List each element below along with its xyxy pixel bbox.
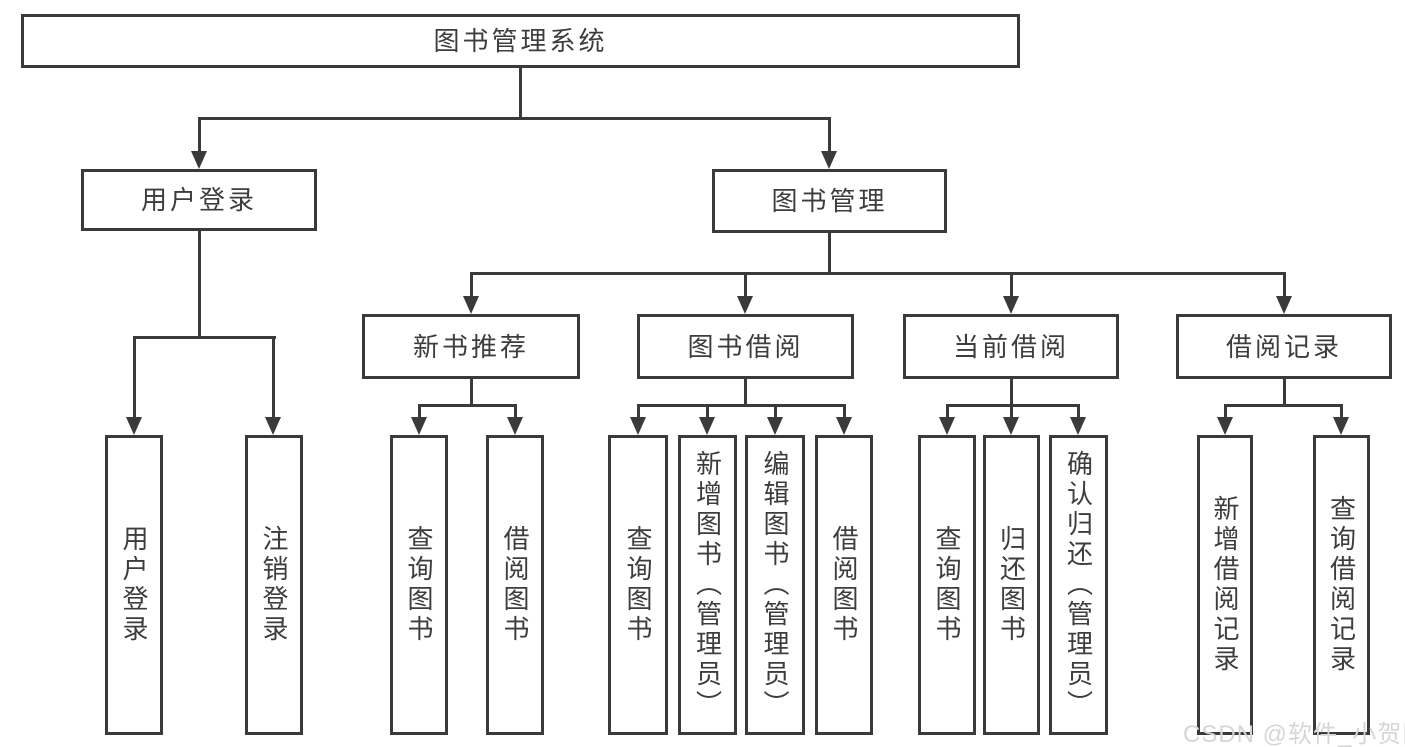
connector — [418, 404, 421, 418]
leaf-current-confirm-return-admin: 确认归还（管理员） — [1049, 435, 1108, 735]
arrowhead-icon — [1070, 417, 1086, 435]
arrowhead-icon — [126, 417, 142, 435]
arrowhead-icon — [1333, 417, 1349, 435]
leaf-current-return-books: 归还图书 — [983, 435, 1040, 735]
connector — [133, 336, 136, 418]
node-book-management: 图书管理 — [712, 169, 947, 233]
connector — [1010, 272, 1013, 297]
arrowhead-icon — [767, 417, 783, 435]
connector — [133, 336, 276, 339]
node-current-borrowing: 当前借阅 — [903, 314, 1119, 379]
arrowhead-icon — [1003, 417, 1019, 435]
leaf-borrow-add-books-admin: 新增图书（管理员） — [678, 435, 737, 735]
connector — [637, 404, 640, 418]
arrowhead-icon — [1003, 296, 1019, 314]
connector — [744, 272, 747, 297]
connector — [946, 404, 949, 418]
leaf-borrow-borrow-books: 借阅图书 — [815, 435, 873, 735]
node-user-login: 用户登录 — [81, 169, 317, 231]
connector — [470, 377, 473, 406]
arrowhead-icon — [1217, 417, 1233, 435]
node-borrowing-records: 借阅记录 — [1176, 314, 1392, 379]
connector — [744, 377, 747, 406]
leaf-newbook-borrow-books: 借阅图书 — [486, 435, 544, 735]
arrowhead-icon — [463, 296, 479, 314]
arrowhead-icon — [191, 151, 207, 169]
connector — [828, 231, 831, 274]
node-book-borrowing: 图书借阅 — [637, 314, 854, 379]
connector — [272, 336, 275, 418]
arrowhead-icon — [1276, 296, 1292, 314]
leaf-borrow-query-books: 查询图书 — [608, 435, 668, 735]
connector — [1010, 377, 1013, 406]
connector — [1224, 404, 1227, 418]
arrowhead-icon — [737, 296, 753, 314]
connector — [1010, 404, 1013, 418]
arrowhead-icon — [836, 417, 852, 435]
connector — [198, 229, 201, 338]
connector — [706, 404, 709, 418]
arrowhead-icon — [265, 417, 281, 435]
connector — [470, 272, 1286, 275]
arrowhead-icon — [821, 151, 837, 169]
leaf-user-login: 用户登录 — [105, 435, 163, 735]
leaf-borrow-edit-books-admin: 编辑图书（管理员） — [745, 435, 805, 735]
leaf-current-query-books: 查询图书 — [918, 435, 976, 735]
connector — [843, 404, 846, 418]
connector — [1283, 377, 1286, 406]
connector — [198, 117, 831, 120]
node-root: 图书管理系统 — [21, 14, 1020, 68]
connector — [198, 117, 201, 152]
connector — [470, 272, 473, 297]
connector — [519, 66, 522, 118]
arrowhead-icon — [507, 417, 523, 435]
connector — [637, 404, 845, 407]
leaf-logout: 注销登录 — [245, 435, 303, 735]
connector — [1224, 404, 1343, 407]
leaf-record-add: 新增借阅记录 — [1197, 435, 1253, 735]
connector — [1283, 272, 1286, 297]
connector — [946, 404, 1080, 407]
connector — [1340, 404, 1343, 418]
connector — [828, 117, 831, 152]
leaf-record-query: 查询借阅记录 — [1313, 435, 1370, 735]
leaf-newbook-query-books: 查询图书 — [390, 435, 448, 735]
arrowhead-icon — [630, 417, 646, 435]
node-new-book-recommend: 新书推荐 — [362, 314, 580, 379]
arrowhead-icon — [939, 417, 955, 435]
connector — [1077, 404, 1080, 418]
connector — [418, 404, 517, 407]
arrowhead-icon — [411, 417, 427, 435]
arrowhead-icon — [699, 417, 715, 435]
csdn-watermark: CSDN @软件_小贺同学 — [1183, 721, 1405, 747]
connector — [774, 404, 777, 418]
connector — [514, 404, 517, 418]
